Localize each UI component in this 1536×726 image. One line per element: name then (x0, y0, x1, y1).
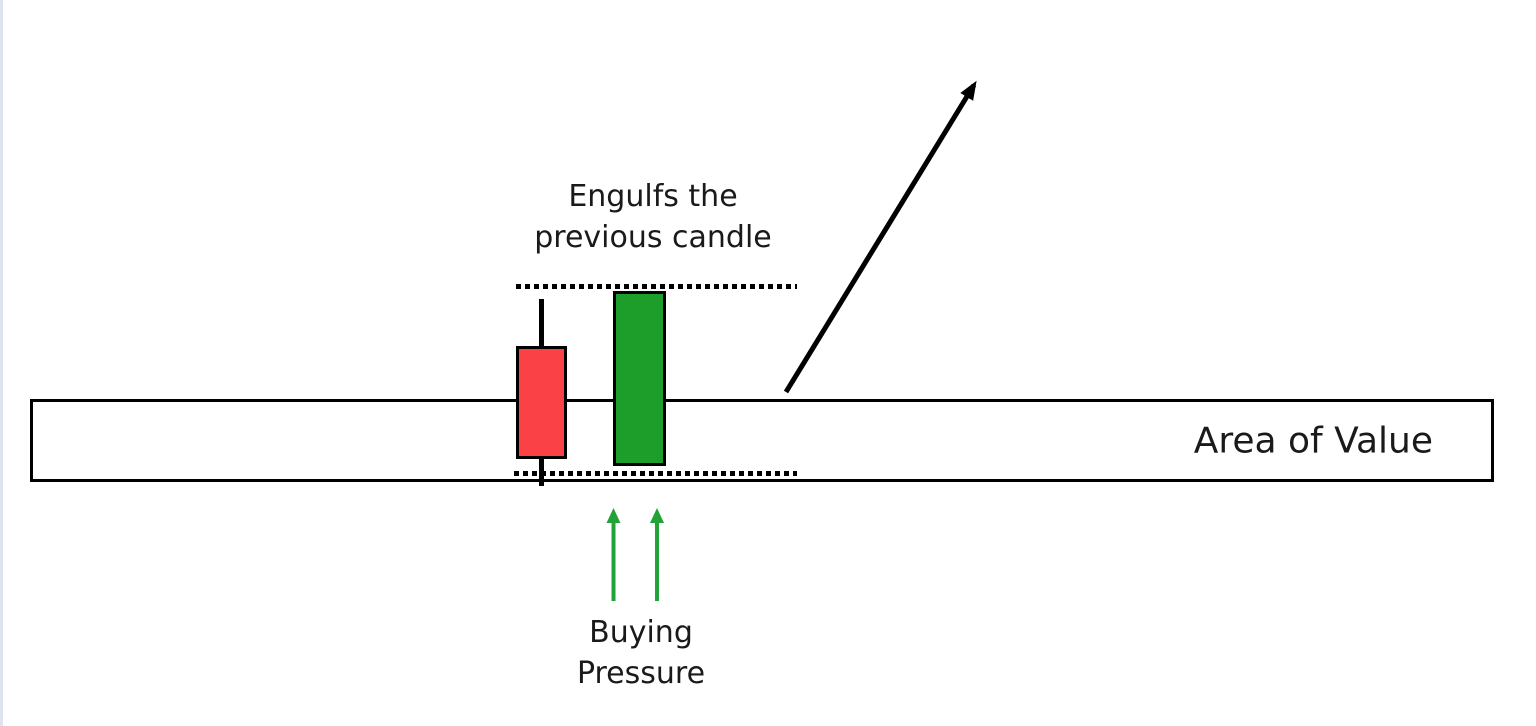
page-edge-strip (0, 0, 3, 726)
engulfs-annotation-line1: Engulfs the (568, 179, 738, 214)
bullish-engulfing-candle (613, 291, 666, 466)
bearish-candle-upper-wick (539, 299, 544, 346)
engulf-high-dotted-line (516, 284, 797, 289)
engulfs-annotation-line2: previous candle (534, 220, 772, 255)
bearish-candle-lower-wick (539, 459, 544, 486)
engulf-low-dotted-line (514, 471, 797, 476)
area-of-value-label: Area of Value (1193, 420, 1433, 461)
area-of-value-box: Area of Value (30, 399, 1494, 482)
buying-pressure-line2: Pressure (576, 656, 706, 691)
buying-pressure-line1: Buying (589, 615, 693, 650)
buying-pressure-annotation: Buying Pressure (516, 612, 766, 694)
bearish-candle (516, 346, 567, 459)
engulfs-annotation: Engulfs the previous candle (488, 176, 818, 258)
